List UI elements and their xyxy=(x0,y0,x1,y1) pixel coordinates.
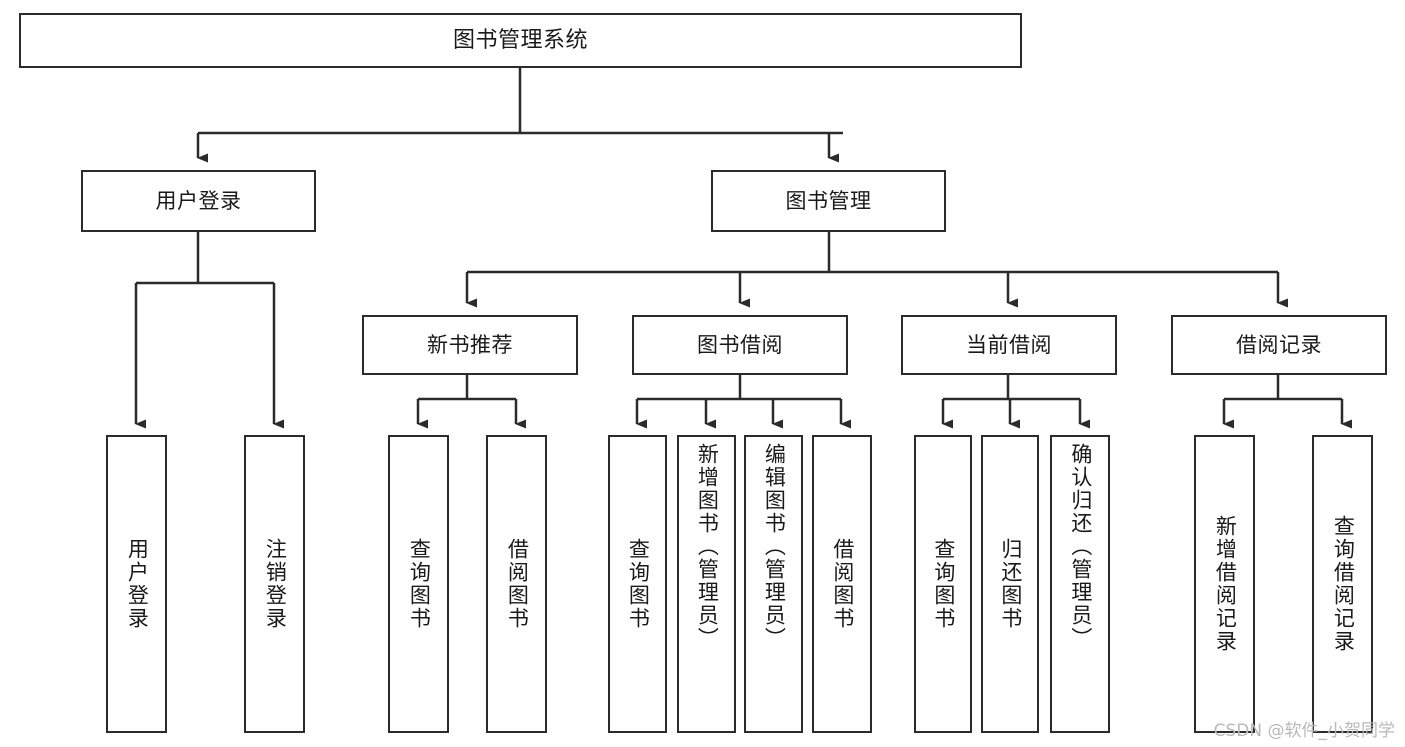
node-label: 当前借阅 xyxy=(966,332,1052,357)
node-label: 新书推荐 xyxy=(427,332,513,357)
node-label: 查询图书 xyxy=(931,538,956,630)
node-book-management[interactable]: 图书管理 xyxy=(711,170,946,232)
leaf-logout-login[interactable]: 注销登录 xyxy=(244,435,305,733)
leaf-user-login[interactable]: 用户登录 xyxy=(106,435,167,733)
node-label: 新增借阅记录 xyxy=(1213,515,1238,653)
node-label: 查询借阅记录 xyxy=(1331,515,1356,653)
node-label: 查询图书 xyxy=(626,538,651,630)
leaf-borrow-book-recommend[interactable]: 借阅图书 xyxy=(486,435,547,733)
node-user-login[interactable]: 用户登录 xyxy=(81,170,316,232)
node-label: 图书借阅 xyxy=(697,332,783,357)
leaf-confirm-return-admin[interactable]: 确认归还（管理员） xyxy=(1050,435,1110,733)
leaf-query-book-current[interactable]: 查询图书 xyxy=(914,435,972,733)
node-label: 借阅记录 xyxy=(1236,332,1322,357)
leaf-query-borrow-record[interactable]: 查询借阅记录 xyxy=(1312,435,1373,733)
node-root-book-management-system[interactable]: 图书管理系统 xyxy=(19,13,1022,68)
leaf-borrow-book[interactable]: 借阅图书 xyxy=(812,435,872,733)
node-label: 用户登录 xyxy=(125,538,150,630)
csdn-watermark: CSDN @软件_小贺同学 xyxy=(1213,721,1395,741)
node-label: 确认归还（管理员） xyxy=(1068,443,1093,650)
leaf-add-book-admin[interactable]: 新增图书（管理员） xyxy=(677,435,736,733)
node-label: 编辑图书（管理员） xyxy=(762,443,787,650)
node-label: 归还图书 xyxy=(998,538,1023,630)
node-label: 注销登录 xyxy=(263,538,288,630)
leaf-query-book-recommend[interactable]: 查询图书 xyxy=(388,435,449,733)
node-book-borrow[interactable]: 图书借阅 xyxy=(632,315,848,375)
leaf-return-book[interactable]: 归还图书 xyxy=(981,435,1039,733)
node-label: 借阅图书 xyxy=(830,538,855,630)
leaf-edit-book-admin[interactable]: 编辑图书（管理员） xyxy=(744,435,803,733)
node-current-borrow[interactable]: 当前借阅 xyxy=(901,315,1117,375)
node-borrow-record[interactable]: 借阅记录 xyxy=(1171,315,1387,375)
node-new-book-recommend[interactable]: 新书推荐 xyxy=(362,315,578,375)
node-label: 借阅图书 xyxy=(505,538,530,630)
node-label: 用户登录 xyxy=(155,188,242,213)
node-label: 新增图书（管理员） xyxy=(695,443,720,650)
node-label: 图书管理系统 xyxy=(452,27,588,53)
node-label: 图书管理 xyxy=(785,188,872,213)
node-label: 查询图书 xyxy=(407,538,432,630)
leaf-query-book-borrow[interactable]: 查询图书 xyxy=(608,435,667,733)
leaf-add-borrow-record[interactable]: 新增借阅记录 xyxy=(1194,435,1255,733)
